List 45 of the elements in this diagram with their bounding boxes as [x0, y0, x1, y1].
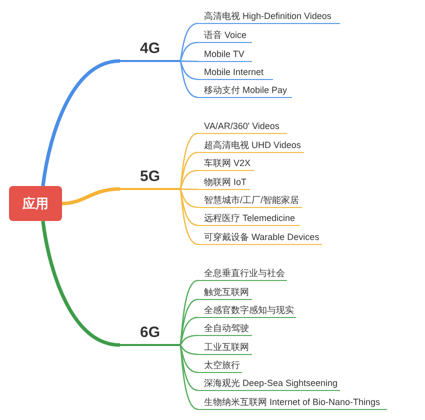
- branch-line: [180, 334, 198, 346]
- leaf-topic: 深海观光 Deep-Sea Sightseening: [198, 377, 340, 391]
- branch-line: [180, 188, 198, 190]
- leaf-topic: 全自动驾驶: [198, 322, 252, 336]
- branch-line: [179, 188, 198, 245]
- branch-line: [179, 152, 198, 190]
- leaf-topic: 工业互联网: [198, 341, 252, 355]
- branch-line: [179, 188, 198, 226]
- branch-line: [179, 316, 198, 346]
- branch-line: [41, 220, 120, 347]
- leaf-topic: 车联网 V2X: [198, 157, 254, 171]
- branch-line: [179, 344, 198, 391]
- leaf-topic: VA/AR/360' Videos: [198, 120, 287, 134]
- branch-line: [180, 344, 198, 355]
- branch-line: [179, 170, 198, 190]
- branch-line: [179, 60, 198, 98]
- leaf-topic: Mobile Internet: [198, 66, 273, 80]
- branch-line: [62, 187, 120, 206]
- leaf-topic: 语音 Voice: [198, 29, 252, 43]
- branch-line: [179, 22, 198, 62]
- leaf-topic: 全息垂直行业与社会: [198, 267, 287, 281]
- leaf-topic: Mobile TV: [198, 48, 252, 62]
- branch-line: [179, 298, 198, 346]
- leaf-topic: 太空旅行: [198, 359, 242, 373]
- leaf-topic: 触觉互联网: [198, 286, 252, 300]
- leaf-topic: 物联网 IoT: [198, 176, 250, 190]
- leaf-topic: 高清电视 High-Definition Videos: [198, 10, 340, 24]
- branch-line: [41, 59, 120, 186]
- leaf-topic: 可穿戴设备 Warable Devices: [198, 231, 322, 245]
- central-topic-box: 应用: [9, 186, 62, 221]
- leaf-topic: 远程医疗 Telemedicine: [198, 212, 300, 226]
- leaf-topic: 超高清电视 UHD Videos: [198, 139, 304, 153]
- branch-topic: 6G: [120, 324, 180, 346]
- leaf-topic: 移动支付 Mobile Pay: [198, 84, 292, 98]
- leaf-topic: 生物纳米互联网 Internet of Bio-Nano-Things: [198, 396, 387, 410]
- branch-line: [179, 42, 198, 62]
- leaf-topic: 智慧城市/工厂/智能家居: [198, 194, 302, 208]
- branch-topic: 4G: [120, 40, 180, 62]
- branch-line: [179, 188, 198, 208]
- branch-line: [180, 60, 198, 62]
- leaf-topic: 全感官数字感知与现实: [198, 304, 296, 318]
- branch-line: [179, 344, 198, 410]
- branch-topic: 5G: [120, 168, 180, 190]
- branch-line: [179, 344, 198, 373]
- branch-line: [179, 60, 198, 80]
